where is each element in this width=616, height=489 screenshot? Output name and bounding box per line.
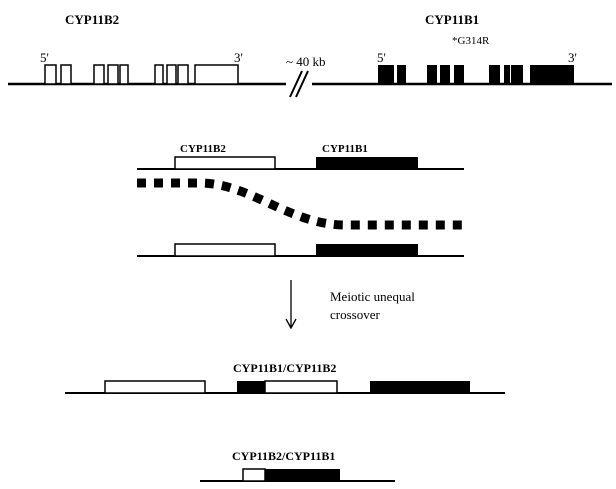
distance-label: ~ 40 kb (286, 54, 326, 69)
chimera2-b2-part (242, 468, 266, 482)
cyp11b2-gene-2 (174, 243, 276, 257)
three-prime-left: 3' (234, 50, 243, 65)
chimera-b2-part (264, 380, 338, 394)
down-arrow-icon (285, 280, 297, 330)
cyp11b1-label: CYP11B1 (425, 12, 479, 27)
break-mark (286, 70, 312, 98)
cyp11b2-exons (44, 64, 239, 85)
event-label-line1: Meiotic unequal (330, 289, 415, 304)
cyp11b1-gene-3 (370, 381, 470, 393)
event-label-line2: crossover (330, 307, 380, 322)
cyp11b2-gene-3 (104, 380, 206, 394)
product-chimera-1: CYP11B1/CYP11B2 (65, 361, 505, 394)
cyp11b2-gene-1 (174, 156, 276, 170)
mutation-label: *G314R (452, 35, 490, 47)
misaligned-chromosomes: CYP11B2 CYP11B1 (137, 143, 464, 257)
product-chimera-2: CYP11B2/CYP11B1 (200, 449, 395, 482)
three-prime-right: 3' (568, 50, 577, 65)
five-prime-left: 5' (40, 50, 49, 65)
cyp11b1-exons (378, 65, 574, 84)
cyp11b2-label: CYP11B2 (65, 12, 119, 27)
chimera1-label: CYP11B1/CYP11B2 (233, 361, 336, 375)
chimera2-b1-part (265, 469, 340, 481)
genomic-locus: CYP11B2 CYP11B1 5' 3' 5' 3' ~ 40 kb *G31… (8, 12, 612, 98)
cyp11b1-gene-2 (316, 244, 418, 256)
cyp11b1-gene-1 (316, 157, 418, 169)
five-prime-right: 5' (377, 50, 386, 65)
mid-cyp11b2-label: CYP11B2 (180, 143, 226, 155)
mid-cyp11b1-label: CYP11B1 (322, 143, 368, 155)
chimera2-label: CYP11B2/CYP11B1 (232, 449, 335, 463)
crossover-dashed-line (137, 178, 464, 230)
chimera-b1-part (237, 381, 265, 393)
